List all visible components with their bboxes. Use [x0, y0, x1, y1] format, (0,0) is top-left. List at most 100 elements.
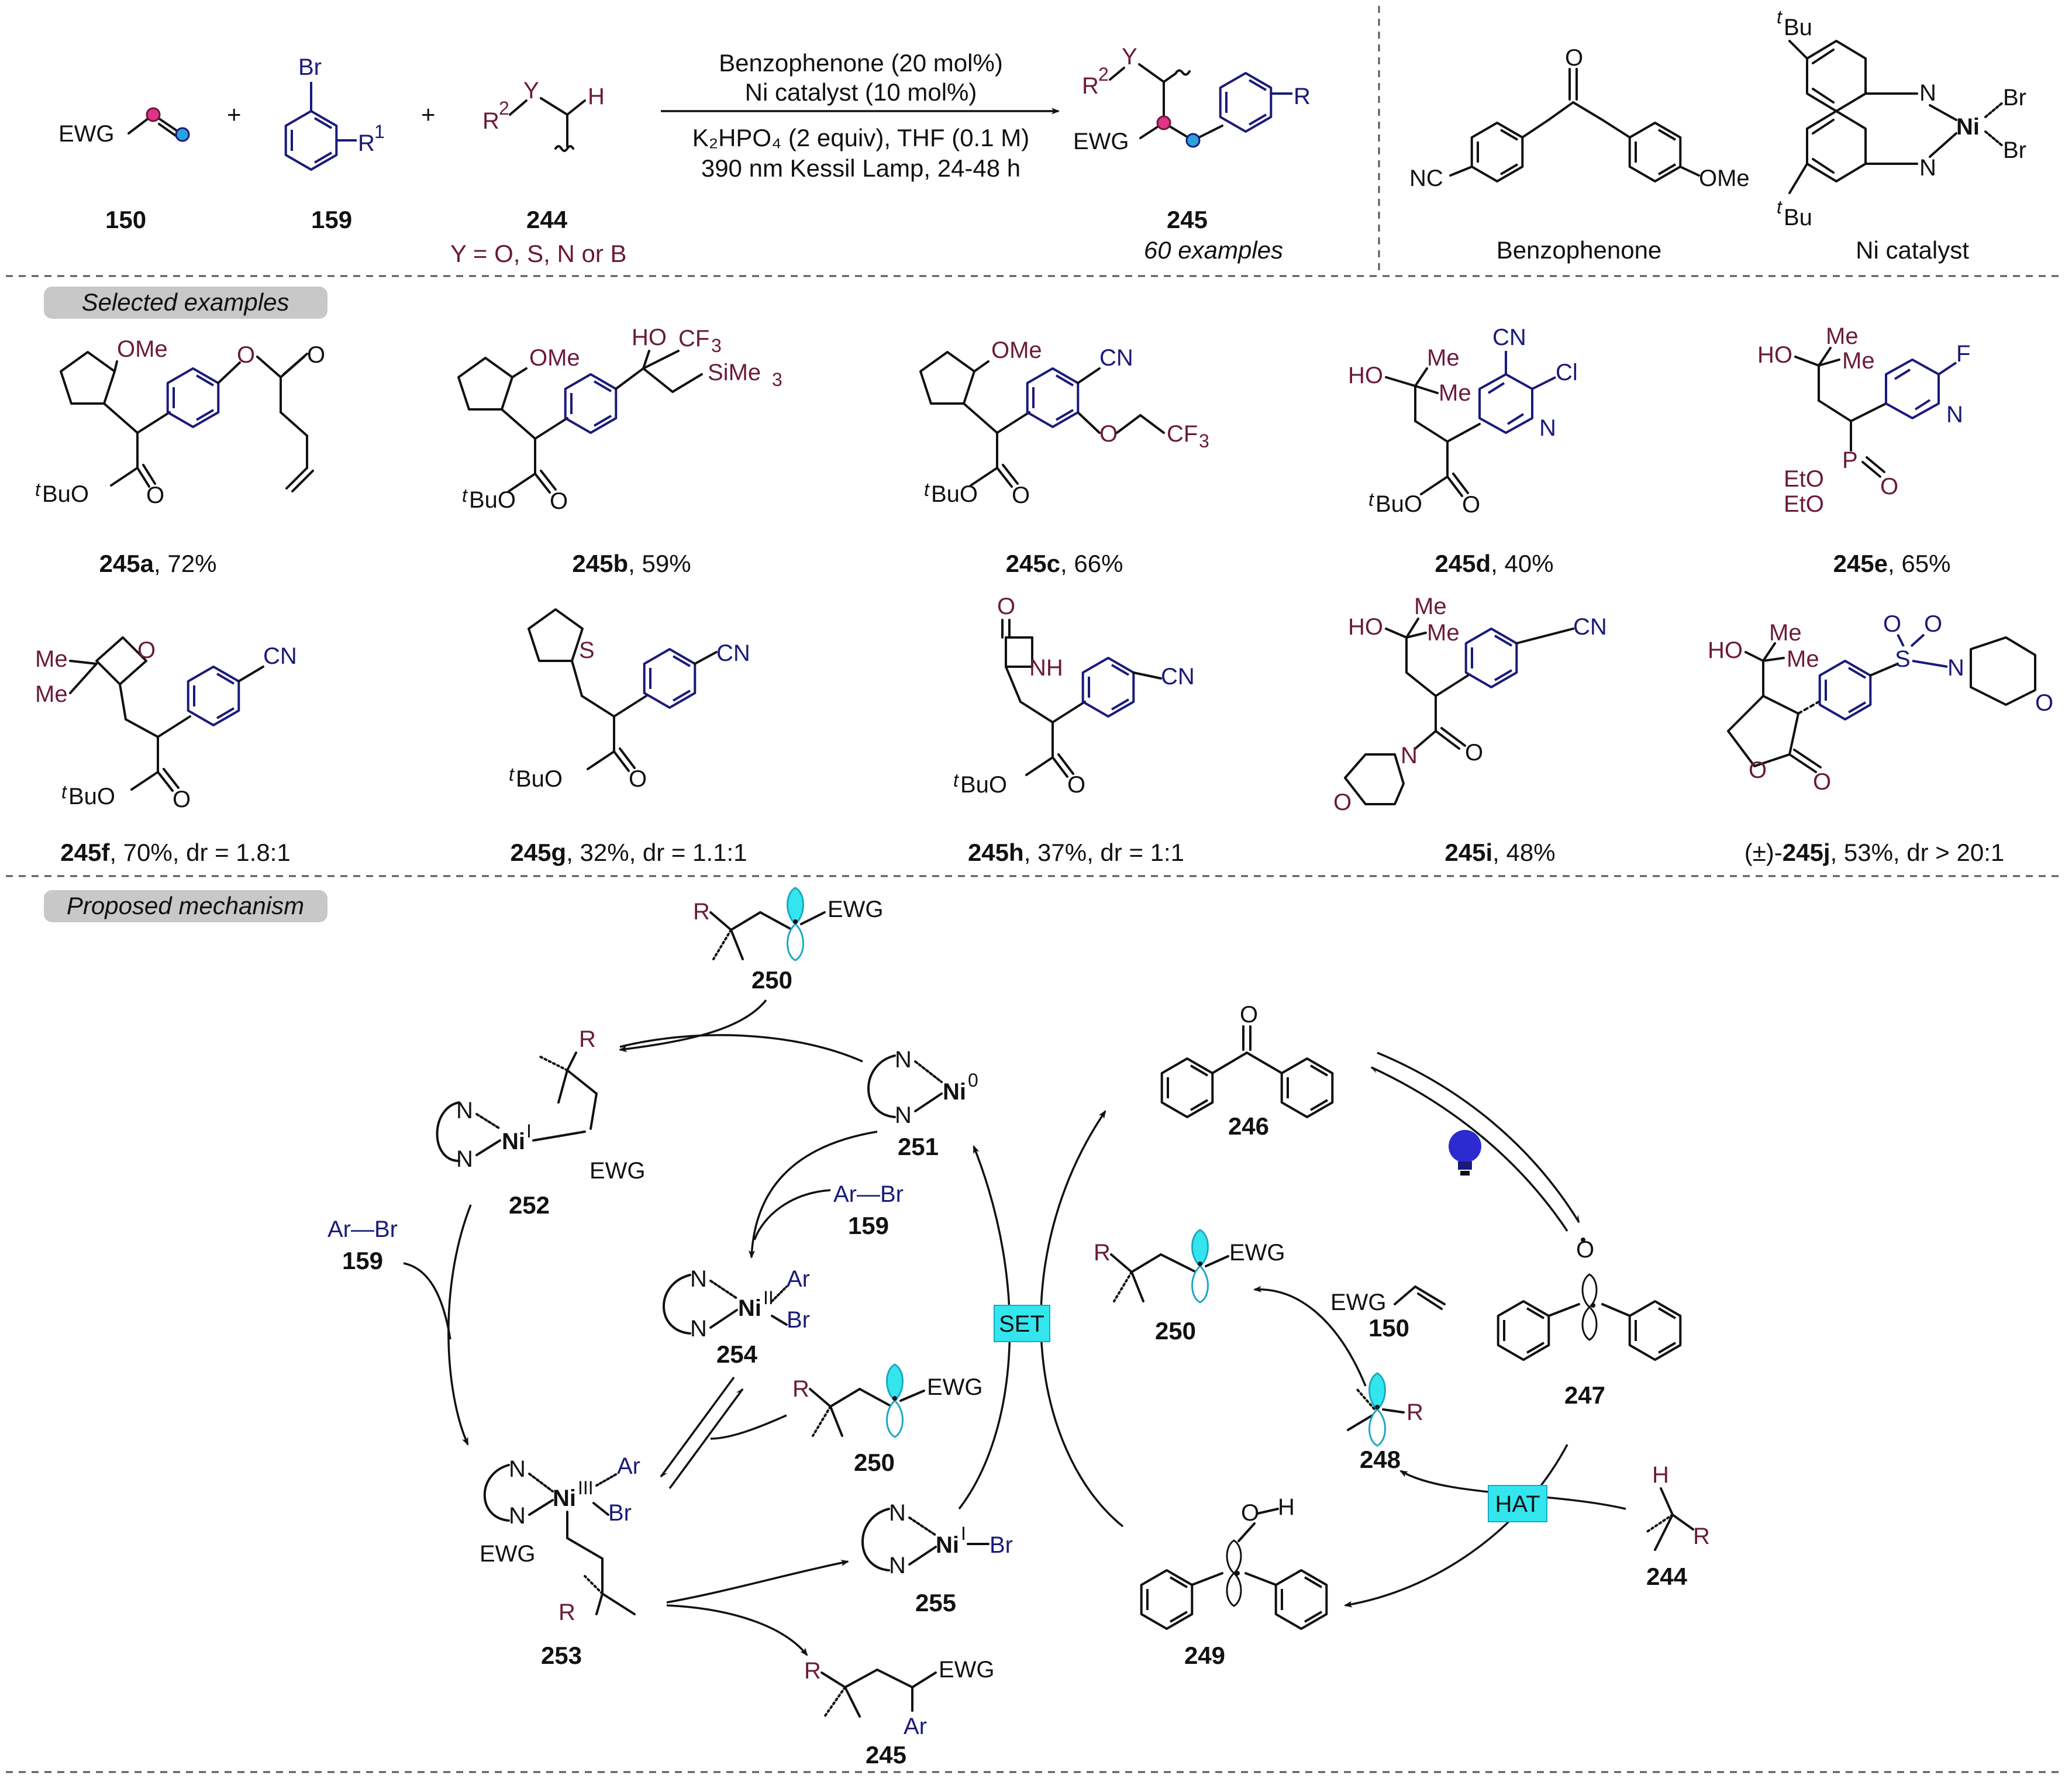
svg-text:3: 3: [772, 369, 782, 390]
example-245g-label: 245g, 32%, dr = 1.1:1: [510, 839, 747, 866]
svg-text:Me: Me: [35, 646, 68, 672]
mech-250-mid: R EWG 250: [792, 1363, 983, 1476]
svg-text:HO: HO: [1348, 363, 1383, 388]
svg-text:Me: Me: [1427, 620, 1460, 646]
example-245j-label: (±)-245j, 53%, dr > 20:1: [1745, 839, 2004, 866]
example-245h-label: 245h, 37%, dr = 1:1: [968, 839, 1184, 866]
set-badge: SET: [994, 1305, 1050, 1342]
svg-text:253: 253: [541, 1642, 582, 1669]
svg-text:Proposed mechanism: Proposed mechanism: [67, 892, 304, 919]
svg-text:254: 254: [716, 1340, 758, 1368]
svg-text:R: R: [558, 1600, 575, 1625]
svg-text:Benzophenone (20 mol%): Benzophenone (20 mol%): [719, 49, 1003, 77]
svg-text:O: O: [1883, 611, 1901, 637]
reaction-arrow: Benzophenone (20 mol%) Ni catalyst (10 m…: [661, 49, 1060, 182]
svg-text:S: S: [1895, 646, 1911, 672]
svg-text:245: 245: [1167, 206, 1208, 233]
svg-text:O: O: [1813, 769, 1831, 795]
svg-text:60 examples: 60 examples: [1144, 236, 1283, 264]
reactant-159: Br R 1 159: [284, 54, 385, 233]
svg-text:N: N: [889, 1553, 906, 1578]
svg-text:O: O: [997, 594, 1015, 619]
light-bulb-icon: [1449, 1130, 1481, 1176]
mech-253: N N Ni III Ar Br EWG R 253: [480, 1453, 640, 1669]
svg-text:O: O: [1241, 1500, 1259, 1526]
svg-text:Ni catalyst (10 mol%): Ni catalyst (10 mol%): [745, 78, 977, 106]
svg-text:Me: Me: [1787, 646, 1819, 672]
example-245j-structure: HO Me Me O O S O O N O: [1708, 611, 2053, 795]
svg-text:OMe: OMe: [1699, 166, 1750, 191]
svg-text:R: R: [792, 1376, 809, 1402]
svg-text:O: O: [1240, 1002, 1258, 1028]
svg-text:NC: NC: [1409, 166, 1443, 191]
proposed-mechanism-tag: Proposed mechanism: [44, 890, 327, 922]
svg-text:CN: CN: [1492, 325, 1526, 350]
svg-text:R: R: [1406, 1400, 1423, 1425]
svg-text:H: H: [1278, 1494, 1295, 1520]
svg-text:O: O: [1333, 790, 1352, 815]
svg-text:O: O: [1012, 482, 1030, 508]
svg-text:390 nm Kessil Lamp, 24-48 h: 390 nm Kessil Lamp, 24-48 h: [701, 154, 1021, 182]
plus-sign-2: +: [421, 101, 436, 128]
svg-text:255: 255: [915, 1589, 956, 1616]
svg-text:EWG: EWG: [480, 1541, 536, 1567]
svg-text:BuO: BuO: [960, 772, 1007, 798]
svg-text:O: O: [173, 787, 191, 812]
svg-text:R: R: [1082, 73, 1099, 99]
mech-247: O 247: [1497, 1237, 1682, 1409]
svg-text:N: N: [1401, 743, 1418, 768]
example-245c-label: 245c, 66%: [1006, 550, 1123, 577]
svg-text:t: t: [924, 479, 930, 500]
svg-text:Selected examples: Selected examples: [82, 288, 289, 316]
benzophenone-structure: O NC OMe Benzophenone: [1409, 45, 1750, 264]
svg-text:R: R: [1294, 84, 1311, 109]
selected-examples-tag: Selected examples: [44, 287, 327, 319]
svg-text:Br: Br: [990, 1532, 1013, 1558]
svg-text:F: F: [1956, 341, 1970, 367]
mech-249: O H 249: [1140, 1494, 1328, 1669]
mech-245-product: R EWG Ar 245: [804, 1657, 995, 1769]
svg-text:Br: Br: [298, 54, 322, 80]
svg-text:250: 250: [854, 1449, 895, 1476]
svg-text:Ni: Ni: [738, 1295, 761, 1321]
svg-text:OMe: OMe: [991, 337, 1042, 363]
mech-alkene-150: EWG 150: [1330, 1285, 1446, 1342]
example-245g-structure: S t BuO O CN: [509, 608, 750, 792]
example-245f-structure: Me Me O t BuO O CN: [35, 636, 297, 812]
svg-text:t: t: [1368, 489, 1374, 510]
svg-text:HO: HO: [632, 325, 667, 350]
svg-text:EWG: EWG: [1073, 129, 1129, 154]
example-245c-structure: OMe t BuO O CN O CF 3: [919, 337, 1209, 508]
example-245b-structure: OMe t BuO O HO CF 3 SiMe 3: [457, 325, 782, 514]
svg-text:BuO: BuO: [42, 481, 89, 507]
svg-text:Y: Y: [1122, 44, 1137, 70]
svg-text:Ni: Ni: [553, 1485, 576, 1511]
svg-text:Y: Y: [523, 78, 539, 104]
svg-text:CF: CF: [1167, 421, 1198, 447]
svg-text:251: 251: [898, 1133, 939, 1160]
svg-text:t: t: [462, 485, 468, 506]
svg-text:2: 2: [499, 98, 509, 119]
mech-251: N N Ni 0 251: [867, 1047, 978, 1160]
mech-255: N N Ni I Br 255: [861, 1500, 1013, 1616]
mech-250-right: R EWG 250: [1094, 1229, 1285, 1345]
svg-text:N: N: [690, 1266, 707, 1292]
svg-text:O: O: [146, 482, 164, 508]
svg-text:SiMe: SiMe: [708, 360, 761, 385]
reactant-150: EWG 150: [58, 107, 190, 233]
svg-text:O: O: [1565, 45, 1583, 71]
svg-text:H: H: [1652, 1462, 1669, 1488]
svg-text:EWG: EWG: [58, 121, 115, 147]
svg-text:HAT: HAT: [1495, 1491, 1540, 1517]
svg-text:EtO: EtO: [1784, 466, 1824, 492]
svg-text:t: t: [35, 479, 41, 500]
svg-text:Ni catalyst: Ni catalyst: [1856, 236, 1969, 264]
plus-sign-1: +: [227, 101, 242, 128]
svg-text:244: 244: [1646, 1563, 1688, 1590]
svg-text:2: 2: [1098, 64, 1109, 85]
svg-text:250: 250: [1155, 1317, 1196, 1345]
svg-text:EWG: EWG: [927, 1374, 983, 1400]
svg-text:N: N: [690, 1316, 707, 1342]
svg-text:Benzophenone: Benzophenone: [1497, 236, 1662, 264]
svg-text:159: 159: [311, 206, 352, 233]
